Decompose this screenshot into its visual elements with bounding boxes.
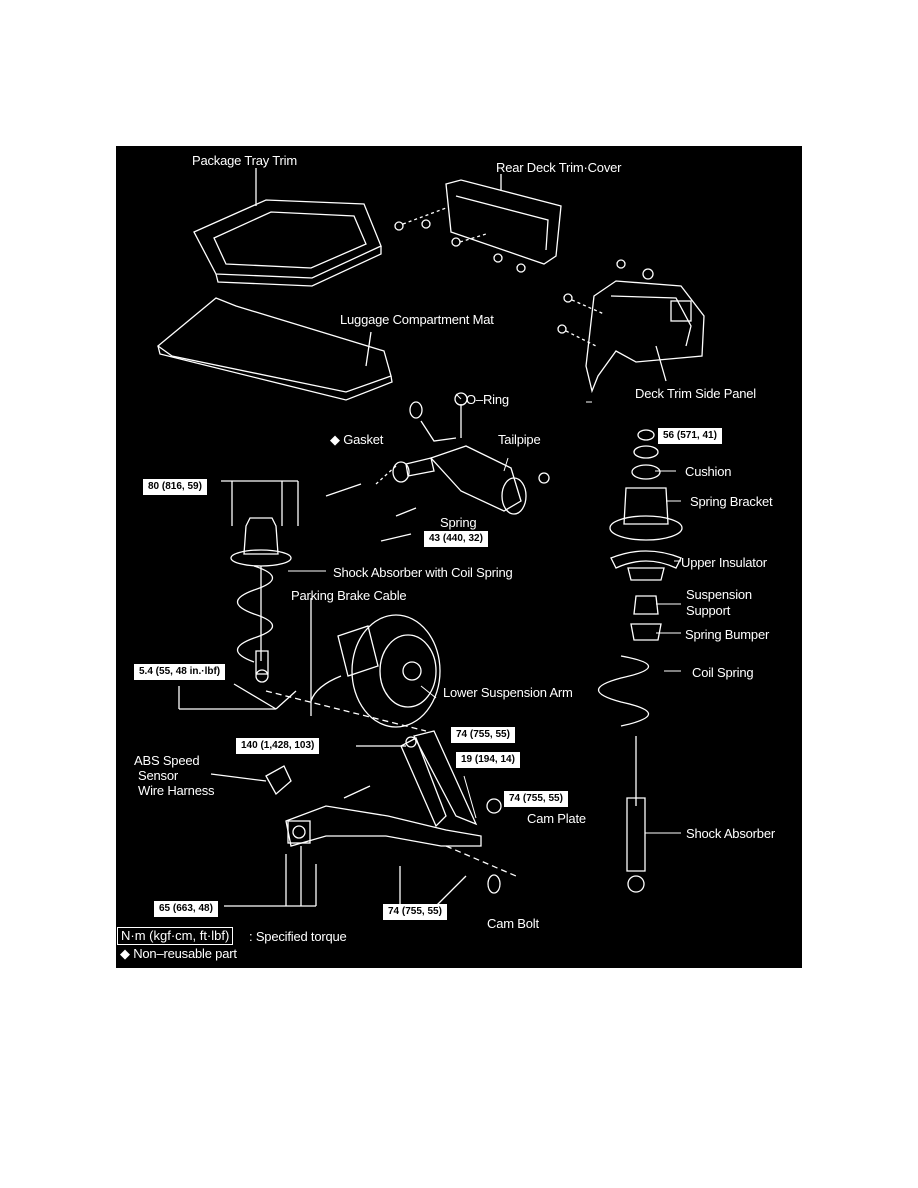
label-package-tray-trim: Package Tray Trim — [192, 153, 297, 168]
label-shock-absorber: Shock Absorber — [686, 826, 775, 841]
torque-box-74-upper: 74 (755, 55) — [451, 727, 515, 743]
label-rear-deck-trim-cover: Rear Deck Trim·Cover — [496, 160, 622, 175]
label-abs-wire-harness: Wire Harness — [138, 783, 215, 798]
torque-box-5-4: 5.4 (55, 48 in.·lbf) — [134, 664, 226, 680]
tailpipe-part — [325, 392, 550, 542]
label-gasket: ◆ Gasket — [330, 432, 384, 447]
torque-box-56: 56 (571, 41) — [658, 428, 722, 444]
torque-box-43: 43 (440, 32) — [424, 531, 488, 547]
legend-non-reusable-part: ◆ Non–reusable part — [120, 946, 237, 961]
torque-box-65: 65 (663, 48) — [154, 901, 218, 917]
label-suspension-support-line2: Support — [686, 603, 731, 618]
label-upper-insulator: Upper Insulator — [681, 555, 767, 570]
label-o-ring: O–Ring — [466, 392, 509, 407]
label-lower-suspension-arm: Lower Suspension Arm — [443, 685, 573, 700]
torque-box-74-lower: 74 (755, 55) — [383, 904, 447, 920]
label-parking-brake-cable: Parking Brake Cable — [291, 588, 407, 603]
label-suspension-support: Suspension — [686, 587, 752, 602]
label-abs-speed-sensor: ABS Speed — [134, 753, 200, 768]
shock-assembly-part — [221, 480, 299, 683]
package-tray-trim-part — [193, 168, 382, 287]
label-cushion: Cushion — [685, 464, 732, 479]
torque-box-19: 19 (194, 14) — [456, 752, 520, 768]
label-tailpipe: Tailpipe — [498, 432, 541, 447]
label-abs-sensor: Sensor — [138, 768, 178, 783]
label-luggage-compartment-mat: Luggage Compartment Mat — [340, 312, 494, 327]
legend-specified-torque: : Specified torque — [249, 929, 347, 944]
lower-arm-part — [178, 683, 517, 916]
label-cam-plate: Cam Plate — [527, 811, 586, 826]
label-shock-absorber-with-coil-spring: Shock Absorber with Coil Spring — [333, 565, 513, 580]
exploded-view-illustration — [156, 168, 705, 916]
label-coil-spring: Coil Spring — [692, 665, 754, 680]
torque-box-80: 80 (816, 59) — [143, 479, 207, 495]
label-spring-bumper: Spring Bumper — [685, 627, 770, 642]
label-cam-bolt: Cam Bolt — [487, 916, 539, 931]
label-spring: Spring — [440, 515, 477, 530]
right-strut-parts — [598, 429, 683, 893]
label-deck-trim-side-panel: Deck Trim Side Panel — [635, 386, 756, 401]
diagram-panel: Package Tray Trim Rear Deck Trim·Cover L… — [116, 146, 802, 968]
torque-box-74-cam: 74 (755, 55) — [504, 791, 568, 807]
torque-box-140: 140 (1,428, 103) — [236, 738, 320, 754]
deck-side-panel-part — [557, 259, 705, 394]
rear-deck-cover-part — [394, 174, 562, 273]
brake-disc-part — [310, 598, 441, 728]
label-spring-bracket: Spring Bracket — [690, 494, 773, 509]
luggage-mat-part — [156, 297, 393, 401]
legend-unit-box: N·m (kgf·cm, ft·lbf) — [117, 927, 234, 945]
